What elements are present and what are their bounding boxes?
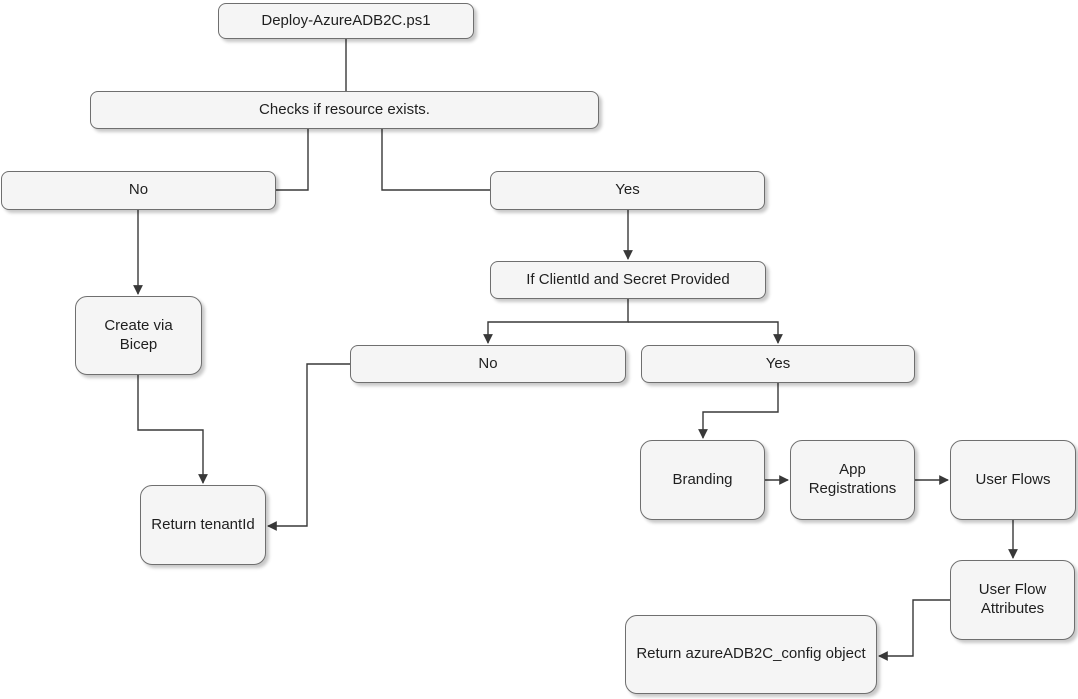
- connector-if-clientid-secret-provided-to-clientid-no: [483, 299, 629, 344]
- connector-checks-resource-exists-to-resource-exists-no: [276, 129, 309, 191]
- connector-clientid-no-to-return-tenantid: [267, 363, 350, 531]
- flow-node-return-tenantid: Return tenantId: [140, 485, 266, 565]
- flow-node-user-flow-attributes: User Flow Attributes: [950, 560, 1075, 640]
- flow-node-resource-exists-no: No: [1, 171, 276, 210]
- connector-if-clientid-secret-provided-to-clientid-yes: [628, 321, 783, 344]
- flow-node-user-flows: User Flows: [950, 440, 1076, 520]
- flow-node-checks-resource-exists: Checks if resource exists.: [90, 91, 599, 129]
- connector-create-via-bicep-to-return-tenantid: [137, 375, 208, 484]
- flow-node-deploy-script: Deploy-AzureADB2C.ps1: [218, 3, 474, 39]
- flow-node-clientid-no: No: [350, 345, 626, 383]
- flow-node-resource-exists-yes: Yes: [490, 171, 765, 210]
- flow-node-create-via-bicep: Create via Bicep: [75, 296, 202, 375]
- connector-clientid-yes-to-branding: [698, 383, 779, 439]
- flow-node-app-registrations: App Registrations: [790, 440, 915, 520]
- flow-node-clientid-yes: Yes: [641, 345, 915, 383]
- connector-user-flow-attributes-to-return-azureadb2c-config: [878, 599, 950, 661]
- flow-node-return-azureadb2c-config: Return azureADB2C_config object: [625, 615, 877, 694]
- flow-node-branding: Branding: [640, 440, 765, 520]
- flow-node-if-clientid-secret-provided: If ClientId and Secret Provided: [490, 261, 766, 299]
- connector-checks-resource-exists-to-resource-exists-yes: [381, 129, 490, 191]
